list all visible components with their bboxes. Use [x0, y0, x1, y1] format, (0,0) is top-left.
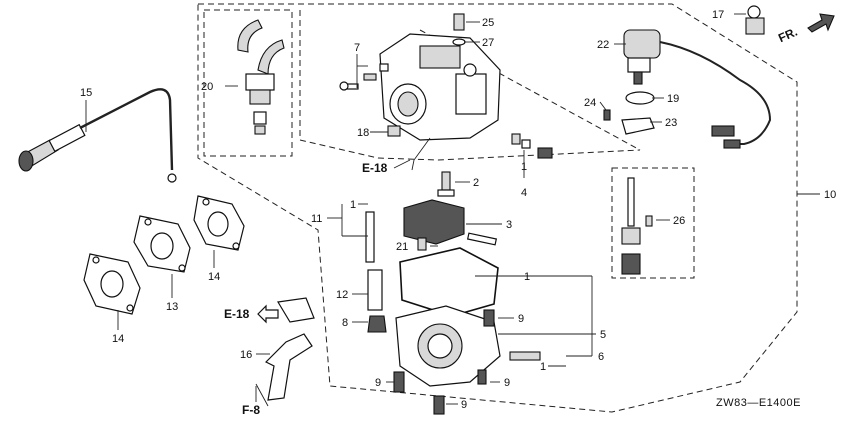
callout-5: 5 [600, 329, 606, 341]
wire-clip [745, 5, 765, 35]
ref-e18-left: E-18 [224, 307, 250, 321]
ref-f8: F-8 [242, 403, 260, 417]
callout-1-needle: 1 [350, 199, 356, 211]
callout-27: 27 [482, 37, 494, 49]
float-chamber-bowl [395, 305, 541, 387]
callout-2: 2 [473, 177, 479, 189]
fuel-joint-fittings [237, 19, 285, 135]
callout-18: 18 [357, 127, 369, 139]
callout-7: 7 [354, 42, 360, 54]
leader-lines [85, 13, 820, 407]
insulator-plate-left [83, 253, 141, 315]
carburetor-assembly-boundary [197, 3, 798, 413]
callout-1-jets: 1 [521, 161, 527, 173]
callout-16: 16 [240, 349, 252, 361]
solenoid-bracket [621, 117, 655, 135]
tube-clip [277, 297, 315, 323]
diagram-code: ZW83—E1400E [716, 397, 801, 409]
insulator-plate-right [193, 195, 245, 251]
callout-14-left: 14 [112, 333, 124, 345]
callout-1-gasket: 1 [524, 271, 530, 283]
callout-15: 15 [80, 87, 92, 99]
callout-8: 8 [342, 317, 348, 329]
callout-20: 20 [201, 81, 213, 93]
o-ring [625, 91, 655, 105]
callout-6: 6 [598, 351, 604, 363]
main-jet-set [511, 133, 553, 159]
callout-12: 12 [336, 289, 348, 301]
front-direction-label: FR. [776, 25, 799, 46]
callout-9-left: 9 [375, 377, 381, 389]
callout-9-right: 9 [504, 377, 510, 389]
callout-24: 24 [584, 97, 596, 109]
carburetor-top-body [379, 33, 501, 171]
drain-tube [264, 333, 313, 401]
callout-1-drain: 1 [540, 361, 546, 373]
callout-25: 25 [482, 17, 494, 29]
callout-19: 19 [667, 93, 679, 105]
jet-kit-parts [621, 177, 653, 275]
ref-e18-top: E-18 [362, 161, 388, 175]
fuel-fitting-group-box [203, 9, 293, 157]
arrow-left-icon [257, 304, 279, 324]
callout-9-upper: 9 [518, 313, 524, 325]
screw-set-9 [393, 309, 495, 415]
needle-jet-holder [365, 211, 387, 333]
callout-3: 3 [506, 219, 512, 231]
callout-9-bottom: 9 [461, 399, 467, 411]
choke-cable [18, 88, 177, 183]
callout-10: 10 [824, 189, 836, 201]
screw-set-7 [339, 63, 389, 91]
front-arrow-icon [807, 13, 835, 33]
bracket-screw [603, 109, 611, 121]
callout-17: 17 [712, 9, 724, 21]
jet-kit-group-box [611, 167, 695, 279]
float-pin-screw [417, 237, 427, 251]
callout-14-right: 14 [208, 271, 220, 283]
callout-22: 22 [597, 39, 609, 51]
choke-solenoid [623, 29, 772, 149]
insulator-plate-middle [133, 215, 191, 273]
air-screw [452, 13, 466, 46]
float [403, 199, 498, 246]
cross-references: E-18 E-18 F-8 FR. [224, 13, 835, 417]
callout-21: 21 [396, 241, 408, 253]
callout-11: 11 [311, 213, 322, 225]
callout-labels: 15 20 7 18 25 27 2 3 1 4 21 11 1 12 8 1 … [80, 9, 836, 411]
callout-26: 26 [673, 215, 685, 227]
top-cover-group-boundary [299, 10, 641, 161]
float-valve [437, 171, 455, 197]
callout-4: 4 [521, 187, 527, 199]
float-chamber-gasket [399, 247, 499, 317]
callout-23: 23 [665, 117, 677, 129]
drain-screw [387, 125, 401, 137]
callout-13: 13 [166, 301, 178, 313]
